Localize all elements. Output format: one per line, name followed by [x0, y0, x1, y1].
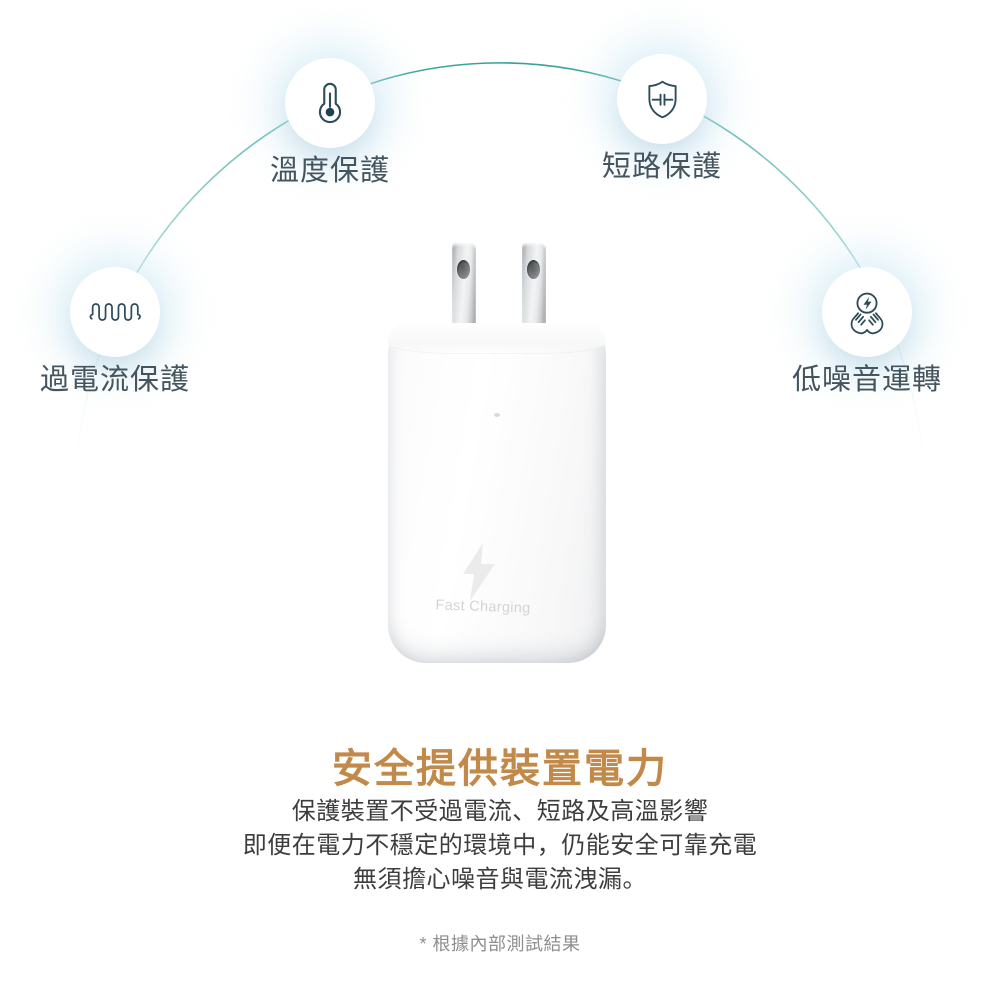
- lightning-bolt-icon: [463, 543, 495, 601]
- feature-label: 過電流保護: [39, 364, 190, 396]
- description-line: 保護裝置不受過電流、短路及高溫影響: [291, 798, 709, 825]
- feature-overcurrent-protection: 過電流保護: [15, 267, 215, 395]
- description-line: 無須擔心噪音與電流洩漏。: [353, 866, 647, 893]
- charger-product-image: Fast Charging: [388, 243, 606, 668]
- shield-capacitor-icon: [647, 80, 677, 118]
- feature-circle-badge: [822, 267, 912, 357]
- footnote-text: * 根據內部測試結果: [419, 934, 581, 954]
- hands-energy-icon: [850, 292, 884, 335]
- feature-label: 溫度保護: [269, 155, 390, 187]
- fast-charging-label: Fast Charging: [435, 597, 531, 617]
- prong-hole: [527, 260, 540, 279]
- feature-circle-badge: [70, 267, 160, 357]
- feature-short-circuit-protection: 短路保護: [562, 54, 762, 182]
- current-wave-icon: [89, 303, 141, 321]
- feature-label: 低噪音運轉: [791, 364, 942, 396]
- charger-body: Fast Charging: [388, 323, 606, 663]
- prong-hole: [457, 260, 470, 279]
- description-line: 即便在電力不穩定的環境中，仍能安全可靠充電: [242, 832, 758, 859]
- feature-circle-badge: [285, 58, 375, 148]
- feature-temperature-protection: 溫度保護: [230, 58, 430, 186]
- headline-title: 安全提供裝置電力: [332, 747, 668, 791]
- feature-label: 短路保護: [601, 151, 722, 183]
- feature-low-noise-operation: 低噪音運轉: [767, 267, 967, 395]
- charger-top-dot: [494, 413, 500, 417]
- thermometer-icon: [318, 82, 342, 124]
- feature-circle-badge: [617, 54, 707, 144]
- description-paragraph: 保護裝置不受過電流、短路及高溫影響 即便在電力不穩定的環境中，仍能安全可靠充電 …: [0, 795, 1000, 897]
